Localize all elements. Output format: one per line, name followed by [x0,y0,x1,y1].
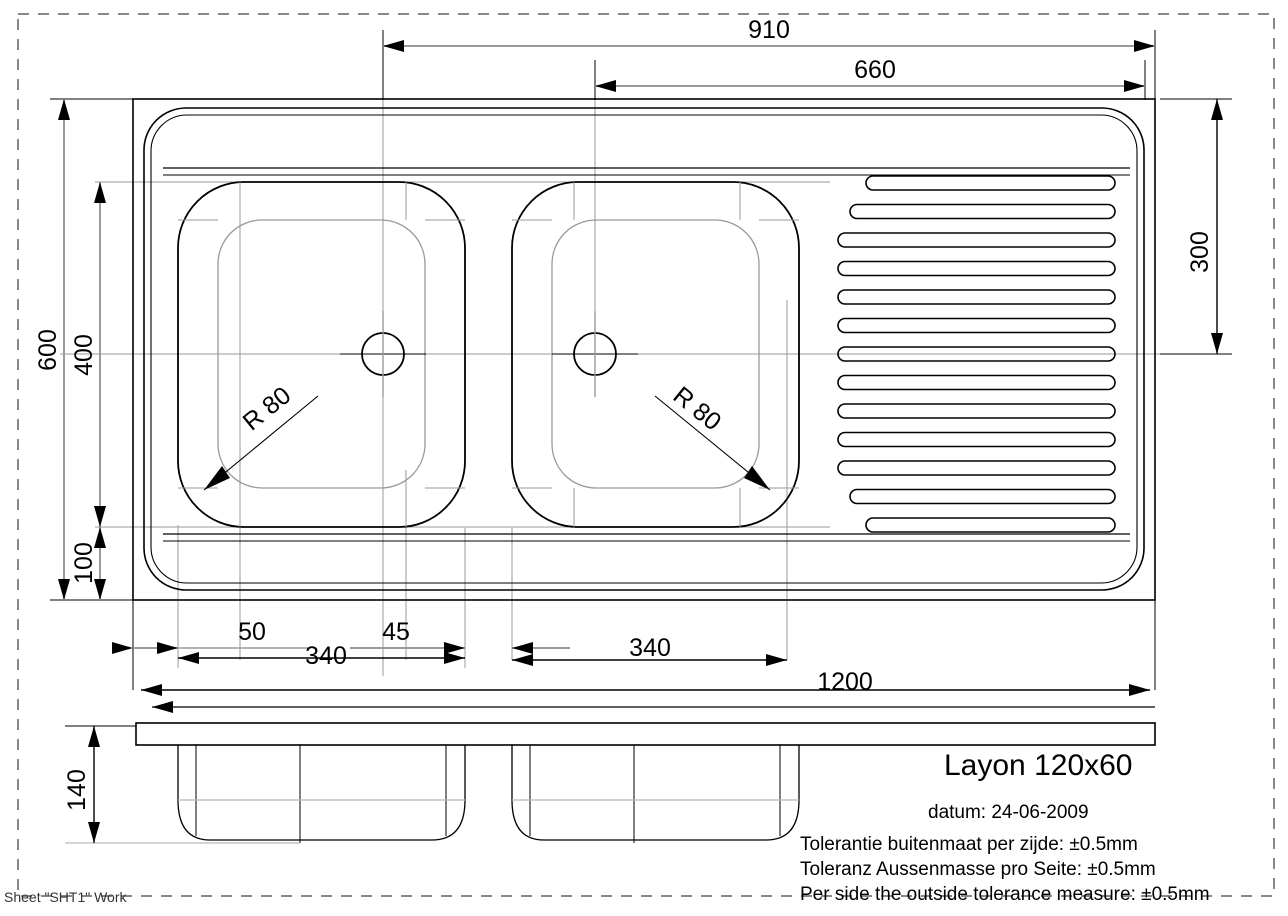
sink-side-view [65,722,1156,844]
dimension-140-label: 140 [63,769,91,811]
sheet-border [17,13,1275,897]
dimension-45-label: 45 [382,618,410,646]
dimension-100-label: 100 [70,542,98,584]
dimension-340-left-label: 340 [305,642,347,670]
dimension-660-label: 660 [854,56,896,84]
dimension-340-right-label: 340 [629,634,671,662]
construction-lines [60,30,1230,676]
note-de: Toleranz Aussenmasse pro Seite: ±0.5mm [800,859,1156,880]
drainboard-rib [837,431,1116,448]
dimension-340-right: 340 [512,634,787,666]
dimension-1200: 1200 [141,668,1150,696]
side-bowl-left [177,745,466,841]
drainboard-rib [849,488,1116,505]
dimension-660: 660 [594,56,1146,100]
dimension-600: 600 [34,98,133,601]
drawing-date: datum: 24-06-2009 [928,802,1089,823]
drainboard-rib [837,403,1116,419]
drainboard-rib [837,289,1116,305]
radius-leader-right: R 80 [654,381,771,491]
bottom-extension-lines [132,600,1156,690]
title-block: Layon 120x60 datum: 24-06-2009 Toleranti… [800,749,1210,905]
dimension-910: 910 [382,16,1156,100]
drainboard-rib [837,374,1116,391]
sheet-label: Sheet "SHT1" Work [4,889,128,905]
dimension-400-label: 400 [70,334,98,376]
drainboard-rib [837,460,1116,476]
side-bowl-right [511,745,800,841]
drainboard-rib [865,175,1116,191]
dimension-50: 50 [112,618,310,654]
dimension-50-label: 50 [238,618,266,646]
drawing-title: Layon 120x60 [944,749,1133,782]
dimension-340-left: 340 [178,642,465,670]
sink-top-view [132,98,1156,601]
dimension-140: 140 [63,725,136,843]
drainboard-rib [837,232,1116,248]
radius-label-left: R 80 [238,381,297,436]
side-view-leader [152,701,1155,713]
note-nl: Tolerantie buitenmaat per zijde: ±0.5mm [800,834,1138,855]
dimension-910-label: 910 [748,16,790,44]
dimension-1200-label: 1200 [817,668,873,696]
dimension-100: 100 [70,527,106,600]
drainboard-rib [849,203,1116,220]
dimension-300: 300 [1160,98,1232,355]
drainboard-ribs [837,175,1116,533]
drainboard-rib [837,260,1116,277]
radius-leader-left: R 80 [203,381,319,491]
dimension-45: 45 [350,618,465,654]
drainboard-rib [837,346,1116,362]
dimension-600-label: 600 [34,329,62,371]
note-en: Per side the outside tolerance measure: … [800,884,1210,905]
drainboard-rib [837,317,1116,334]
dimension-300-label: 300 [1186,231,1214,273]
radius-label-right: R 80 [668,381,727,436]
drainboard-rib [865,517,1116,533]
